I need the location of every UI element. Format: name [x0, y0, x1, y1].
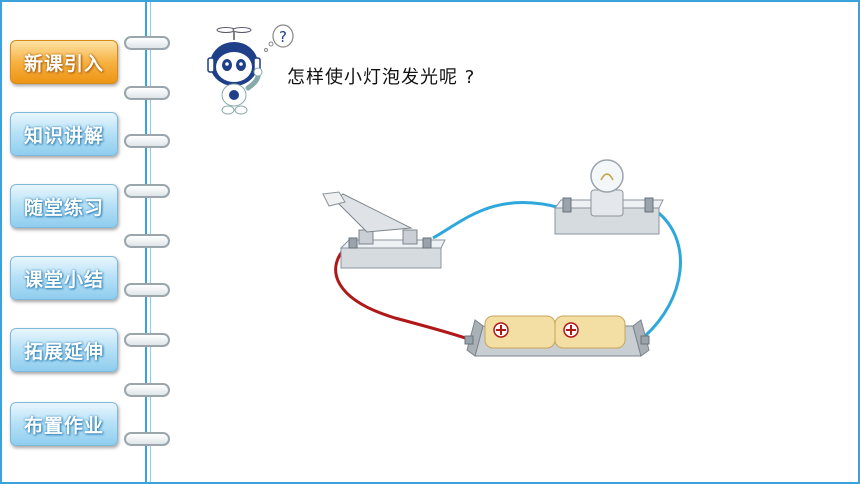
red-wire [334, 246, 472, 342]
nav-button-practice[interactable]: 随堂练习 [10, 184, 118, 228]
nav-button-knowledge[interactable]: 知识讲解 [10, 112, 118, 156]
blue-wire-top [432, 200, 562, 240]
question-mark-icon: ? [279, 28, 287, 46]
circuit-illustration [322, 159, 682, 357]
blue-wire-right [643, 208, 682, 338]
binder-ring [124, 86, 170, 100]
nav-button-summary[interactable]: 课堂小结 [10, 256, 118, 300]
light-bulb [554, 159, 664, 235]
binder-ring [124, 283, 170, 297]
knife-switch [322, 191, 446, 269]
binder-ring [124, 234, 170, 248]
nav-button-intro[interactable]: 新课引入 [10, 40, 118, 84]
binder-ring [124, 184, 170, 198]
binder-ring [124, 333, 170, 347]
binder-ring [124, 134, 170, 148]
nav-button-homework[interactable]: 布置作业 [10, 402, 118, 446]
binder-ring [124, 383, 170, 397]
battery-holder [464, 315, 650, 357]
robot-mascot-icon: ? [207, 24, 294, 115]
binder-ring [124, 36, 170, 50]
lesson-question: 怎样使小灯泡发光呢 ? [287, 67, 476, 88]
binder-ring [124, 432, 170, 446]
nav-button-extension[interactable]: 拓展延伸 [10, 328, 118, 372]
